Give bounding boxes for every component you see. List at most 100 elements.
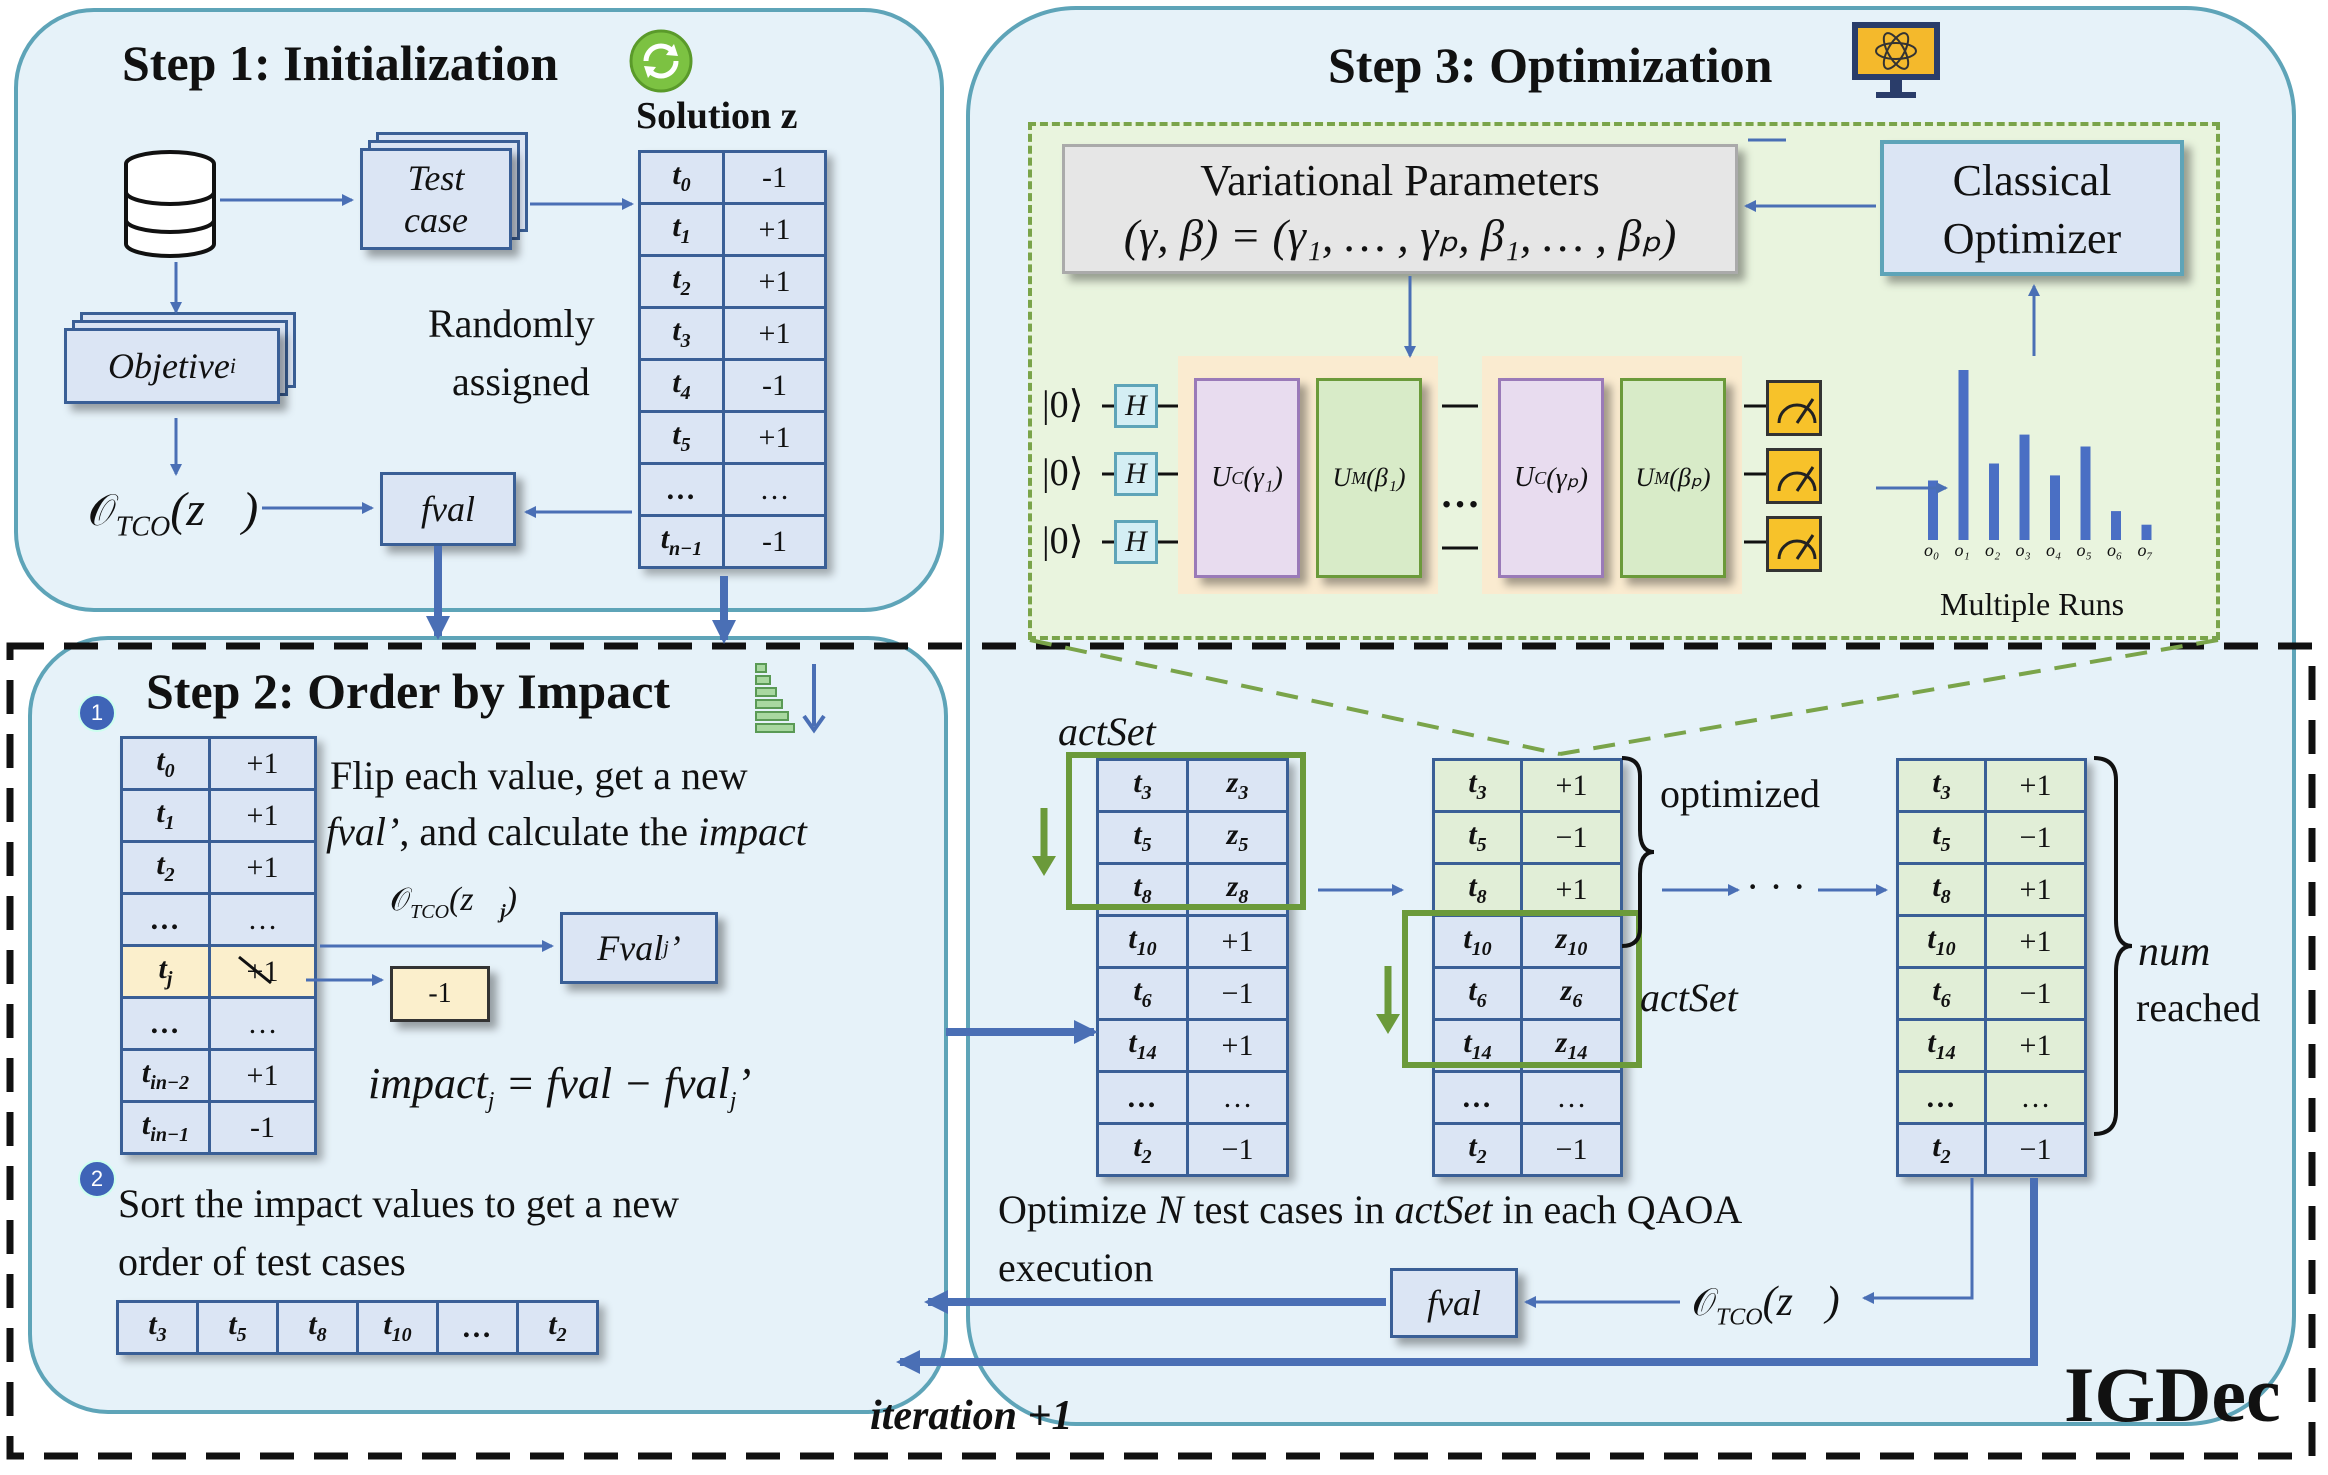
- uc1-u: U: [1211, 462, 1232, 493]
- cell-value-sub: 8: [1238, 886, 1249, 908]
- o-tco-step3: 𝒪TCO(z⃗): [1692, 1278, 1840, 1331]
- cell-key-sub: 3: [1940, 782, 1951, 804]
- cell-test-case: t3: [1432, 758, 1523, 813]
- table-row: t4-1: [638, 358, 827, 413]
- cell-test-case: t5: [1432, 810, 1523, 865]
- measure-gate-3: [1766, 516, 1822, 572]
- step-badge-1: 1: [78, 694, 116, 732]
- cell-value: +1: [722, 410, 827, 465]
- cell-value: +1: [722, 202, 827, 257]
- cell-test-case: t5: [1896, 810, 1987, 865]
- cell-key-sub: 3: [1476, 782, 1487, 804]
- solution-label: Solution z⃗: [636, 95, 828, 137]
- flip-impact: impact: [698, 809, 807, 854]
- ucp-arg: (γₚ): [1546, 463, 1588, 494]
- cell-key-sub: 14: [1471, 1042, 1492, 1064]
- measure-gate-2: [1766, 448, 1822, 504]
- table-row: t1+1: [120, 788, 317, 843]
- cell-value: +1: [208, 944, 317, 999]
- cell-key: …: [150, 902, 181, 936]
- cell-key-sub: 6: [1141, 990, 1152, 1012]
- cell-key-sub: 6: [1940, 990, 1951, 1012]
- table-row: ……: [120, 892, 317, 947]
- ucp-u: U: [1514, 462, 1535, 493]
- o-tco-symbol: 𝒪: [88, 485, 116, 536]
- cell-key: t: [1932, 1130, 1941, 1163]
- cell-key-sub: 8: [1141, 886, 1152, 908]
- cell-key-sub: 2: [1476, 1146, 1487, 1168]
- cell-value: +1: [208, 736, 317, 791]
- cell-test-case: t6: [1432, 966, 1523, 1021]
- cell-key: t: [672, 262, 681, 295]
- cell-test-case: t2: [1432, 1122, 1523, 1177]
- cell-value: …: [208, 996, 317, 1051]
- ump-arg: (βₚ): [1669, 463, 1711, 492]
- cell-value: -1: [722, 358, 827, 413]
- cell-value-sub: 5: [1238, 834, 1249, 856]
- cell-key-sub: 1: [680, 226, 691, 248]
- cell-value: -1: [722, 514, 827, 569]
- cell-key: t: [1133, 870, 1142, 903]
- cell-key: t: [1932, 974, 1941, 1007]
- cell-value: z10: [1520, 914, 1623, 969]
- test-case-line2: case: [404, 200, 468, 240]
- cell-test-case: t1: [638, 202, 725, 257]
- cell-key: t: [383, 1308, 392, 1341]
- fval-label-step3: fval: [1427, 1283, 1481, 1323]
- cell-key: t: [228, 1308, 237, 1341]
- cell-key: t: [1463, 922, 1472, 955]
- histogram-tick: o₇: [2137, 540, 2153, 560]
- opt-b: N: [1156, 1187, 1184, 1232]
- reached-label: reached: [2136, 985, 2261, 1030]
- ket-0-q2: |0⟩: [1042, 452, 1084, 494]
- measurement-histogram: [1928, 370, 2152, 540]
- cell-value-text: −1: [1221, 976, 1254, 1010]
- cell-value-text: +1: [246, 954, 279, 988]
- step2-title: Step 2: Order by Impact: [146, 663, 671, 719]
- optimized-label: optimized: [1660, 771, 1820, 816]
- cell-key-sub: 5: [1141, 834, 1152, 856]
- cell-value-text: +1: [2019, 872, 2052, 906]
- histogram-tick: o₂: [1985, 540, 2001, 560]
- cell-value: -1: [208, 1100, 317, 1155]
- variational-params-box: Variational Parameters (γ, β) = (γ₁, … ,…: [1062, 144, 1738, 274]
- opt-a: Optimize: [998, 1187, 1157, 1232]
- cell-key-sub: 5: [1476, 834, 1487, 856]
- table-row: t2−1: [1096, 1122, 1289, 1177]
- table-row: t6−1: [1096, 966, 1289, 1021]
- cell-test-case: …: [1096, 1070, 1189, 1125]
- test-case-box: Test case: [360, 148, 512, 250]
- histogram-tick: o₄: [2046, 540, 2062, 560]
- cell-test-case: t2: [638, 254, 725, 309]
- cell-value-text: +1: [758, 264, 791, 298]
- cell-key: t: [1927, 922, 1936, 955]
- cell-key: t: [1932, 766, 1941, 799]
- cell-value-text: z: [1555, 1026, 1568, 1059]
- cell-value: …: [208, 892, 317, 947]
- multiple-runs-label: Multiple Runs: [1940, 586, 2125, 622]
- fval-j-prime: ’: [668, 928, 681, 968]
- cell-test-case: tin−1: [120, 1100, 211, 1155]
- cell-key: t: [672, 418, 681, 451]
- cell-key-sub: 2: [1141, 1146, 1152, 1168]
- cell-key: t: [1927, 1026, 1936, 1059]
- table-row: tj+1: [120, 944, 317, 999]
- cell-value-text: -1: [250, 1110, 275, 1144]
- cell-key: t: [156, 796, 165, 829]
- sort-text-line1: Sort the impact values to get a new: [118, 1181, 679, 1226]
- num-label: num: [2138, 929, 2211, 975]
- objective-sub: i: [229, 353, 237, 378]
- cell-value: +1: [1984, 862, 2087, 917]
- cell-value-text: -1: [762, 368, 787, 402]
- table-row: ……: [1896, 1070, 2087, 1125]
- cell-key-sub: 0: [680, 174, 691, 196]
- cell-value: +1: [1186, 1018, 1289, 1073]
- cell-key: t: [1128, 922, 1137, 955]
